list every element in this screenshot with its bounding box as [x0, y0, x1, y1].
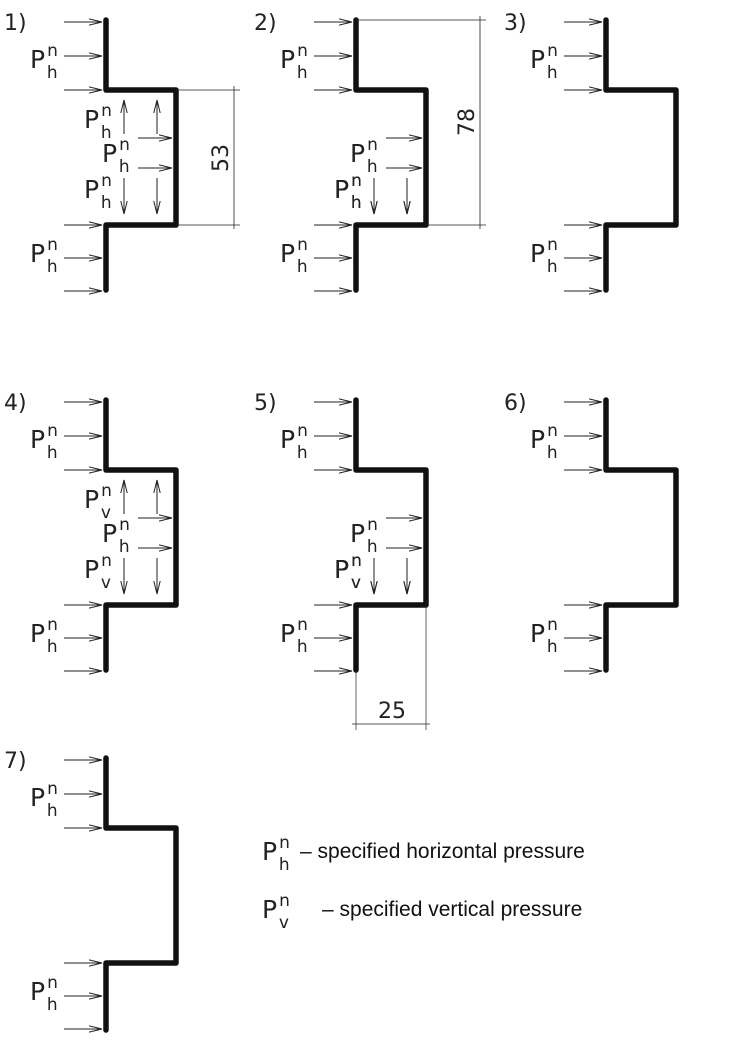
panel-number: 7) [4, 749, 27, 774]
profile-line [603, 17, 679, 293]
panel-number: 4) [4, 391, 27, 416]
profile-line [103, 755, 179, 1033]
panel-number: 3) [504, 11, 527, 36]
dimension-label-25: 25 [378, 699, 406, 724]
profile-line [353, 17, 429, 293]
panel-number: 6) [504, 391, 527, 416]
profile-line [103, 397, 179, 673]
panel-number: 5) [254, 391, 277, 416]
profile-line [353, 397, 429, 673]
legend-text: – specified horizontal pressure [300, 840, 585, 863]
legend-text: – specified vertical pressure [322, 898, 582, 921]
profile-line [603, 397, 679, 673]
dimension-label-53: 53 [209, 144, 234, 172]
panel-number: 1) [4, 11, 27, 36]
profile-line [103, 17, 179, 293]
panel-number: 2) [254, 11, 277, 36]
dimension-label-78: 78 [455, 108, 480, 136]
